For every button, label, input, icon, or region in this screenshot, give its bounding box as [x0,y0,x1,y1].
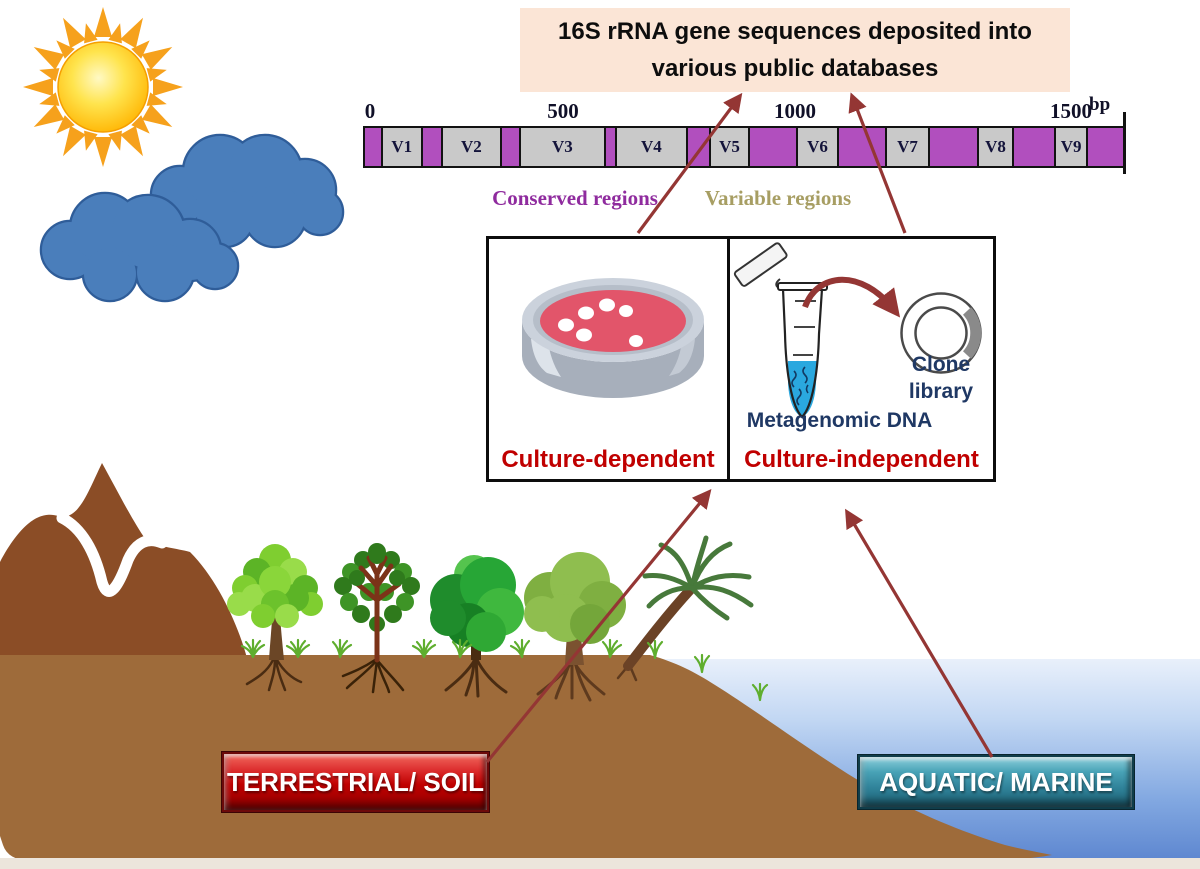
scale-tick-1500: 1500 [1050,99,1092,123]
variable-region-v3: V3 [521,128,606,166]
legend-conserved-regions: Conserved regions [492,186,658,210]
figure-title: 16S rRNA gene sequences deposited into v… [558,17,1032,82]
scale-unit-bp: bp [1089,94,1111,115]
conserved-region-segment [605,128,617,166]
leafy-tree-icon [227,544,323,660]
conserved-region-segment [1088,128,1123,166]
variable-region-v8: V8 [978,128,1015,166]
terrestrial-soil-label: TERRESTRIAL/ SOIL [226,766,485,797]
panel-divider [727,239,730,479]
cloud-icon [39,133,345,303]
metagenomic-dna-label: Metagenomic DNA [746,409,933,432]
scale-tick-500: 500 [547,99,579,123]
variable-region-v4: V4 [616,128,689,166]
conserved-region-segment [1014,128,1057,166]
variable-region-v6: V6 [797,128,840,166]
plasmid-icon [900,292,982,374]
bar-end-tick [1123,112,1126,174]
palm-tree-icon [623,535,754,671]
round-tree-icon [430,555,524,660]
clone-library-label: Clone library [908,353,974,403]
conserved-region-segment [749,128,798,166]
methods-illustrations [522,242,982,419]
mountain-icon [0,463,247,658]
aquatic-marine-button[interactable]: AQUATIC/ MARINE [858,755,1134,809]
terrestrial-soil-button[interactable]: TERRESTRIAL/ SOIL [222,752,489,812]
conserved-region-segment [502,128,522,166]
variable-region-v2: V2 [442,128,503,166]
legend-variable-regions: Variable regions [704,186,852,210]
conserved-region-segment [929,128,979,166]
variable-region-v5: V5 [711,128,750,166]
scale-tick-0: 0 [364,99,376,123]
conserved-region-segment [365,128,383,166]
dark-tree-icon [334,543,420,663]
title-box: 16S rRNA gene sequences deposited into v… [520,8,1070,92]
petri-dish-icon [522,278,704,398]
variable-region-v9: V9 [1056,128,1088,166]
microcentrifuge-tube-icon [733,242,828,419]
conserved-region-segment [688,128,712,166]
scale-tick-1000: 1000 [774,99,816,123]
culture-dependent-label: Culture-dependent [501,446,715,473]
cloning-arrow [802,276,901,318]
conserved-region-segment [839,128,888,166]
aquatic-marine-label: AQUATIC/ MARINE [879,766,1113,797]
bottom-strip [0,858,1200,869]
gene-region-bar: V1 V2 V3 V4 V5 V6 V7 V8 V9 [363,126,1125,168]
sun-icon [23,7,183,167]
variable-region-v7: V7 [887,128,930,166]
culture-independent-label: Culture-independent [744,446,979,473]
variable-region-v1: V1 [382,128,423,166]
conserved-region-segment [422,128,443,166]
methods-box: Clone library Metagenomic DNA Culture-de… [486,236,996,482]
